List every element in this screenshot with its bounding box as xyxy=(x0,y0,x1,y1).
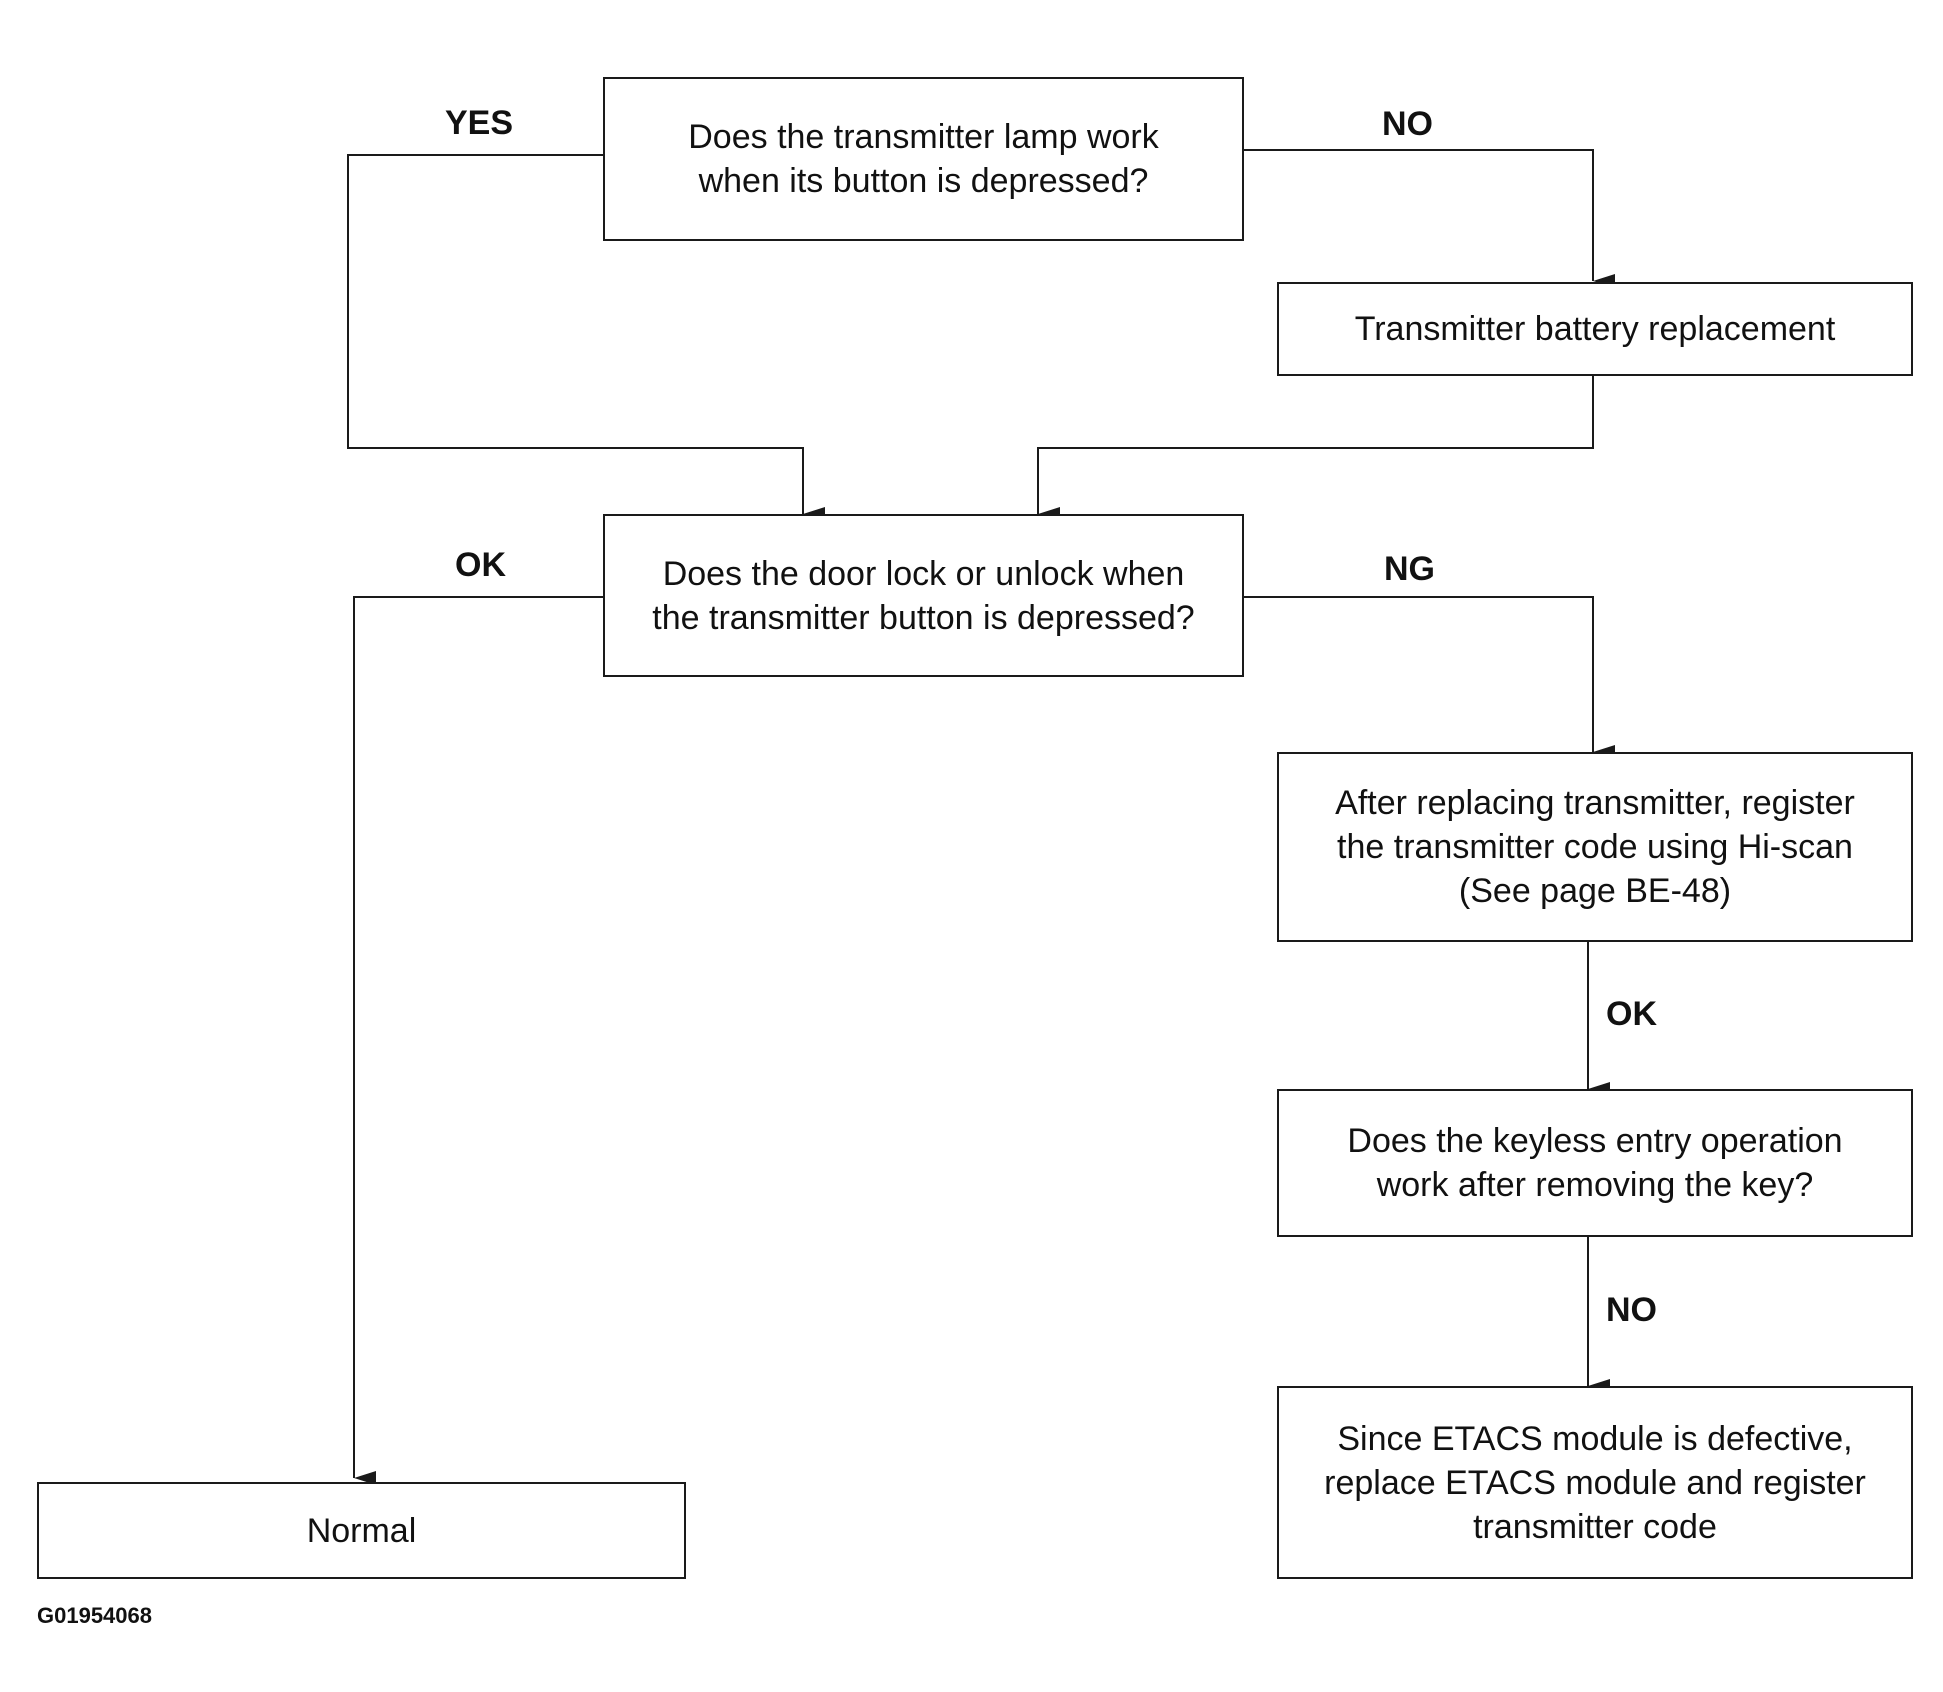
register-transmitter-box: After replacing transmitter, register th… xyxy=(1277,752,1913,942)
etacs-replacement-box: Since ETACS module is defective, replace… xyxy=(1277,1386,1913,1579)
connector-door-ng xyxy=(1244,596,1615,759)
normal-box: Normal xyxy=(37,1482,686,1579)
label-lamp-yes: YES xyxy=(445,104,514,142)
keyless-entry-question-text: Does the keyless entry operation work af… xyxy=(1347,1122,1843,1204)
label-register-ok: OK xyxy=(1606,995,1657,1033)
transmitter-lamp-question-box: Does the transmitter lamp work when its … xyxy=(603,77,1244,241)
battery-replacement-text: Transmitter battery replacement xyxy=(1354,310,1836,348)
battery-replacement-box: Transmitter battery replacement xyxy=(1277,282,1913,376)
door-lock-question-text: Does the door lock or unlock when the tr… xyxy=(652,554,1195,637)
keyless-entry-question-box: Does the keyless entry operation work af… xyxy=(1277,1089,1913,1237)
connector-door-ok xyxy=(353,596,603,1485)
figure-id: G01954068 xyxy=(37,1603,152,1628)
normal-text: Normal xyxy=(306,1511,417,1550)
etacs-replacement-text: Since ETACS module is defective, replace… xyxy=(1324,1419,1866,1546)
label-lamp-no: NO xyxy=(1382,105,1433,143)
label-door-ok: OK xyxy=(455,546,506,584)
label-door-ng: NG xyxy=(1384,550,1435,588)
label-keyless-no: NO xyxy=(1606,1291,1657,1329)
door-lock-question-box: Does the door lock or unlock when the tr… xyxy=(603,514,1244,677)
transmitter-lamp-question-text: Does the transmitter lamp work when its … xyxy=(688,118,1159,200)
connector-lamp-yes xyxy=(347,154,825,521)
connector-battery-to-door xyxy=(1037,376,1594,521)
register-transmitter-text: After replacing transmitter, register th… xyxy=(1335,784,1855,910)
connector-lamp-no xyxy=(1244,149,1615,288)
